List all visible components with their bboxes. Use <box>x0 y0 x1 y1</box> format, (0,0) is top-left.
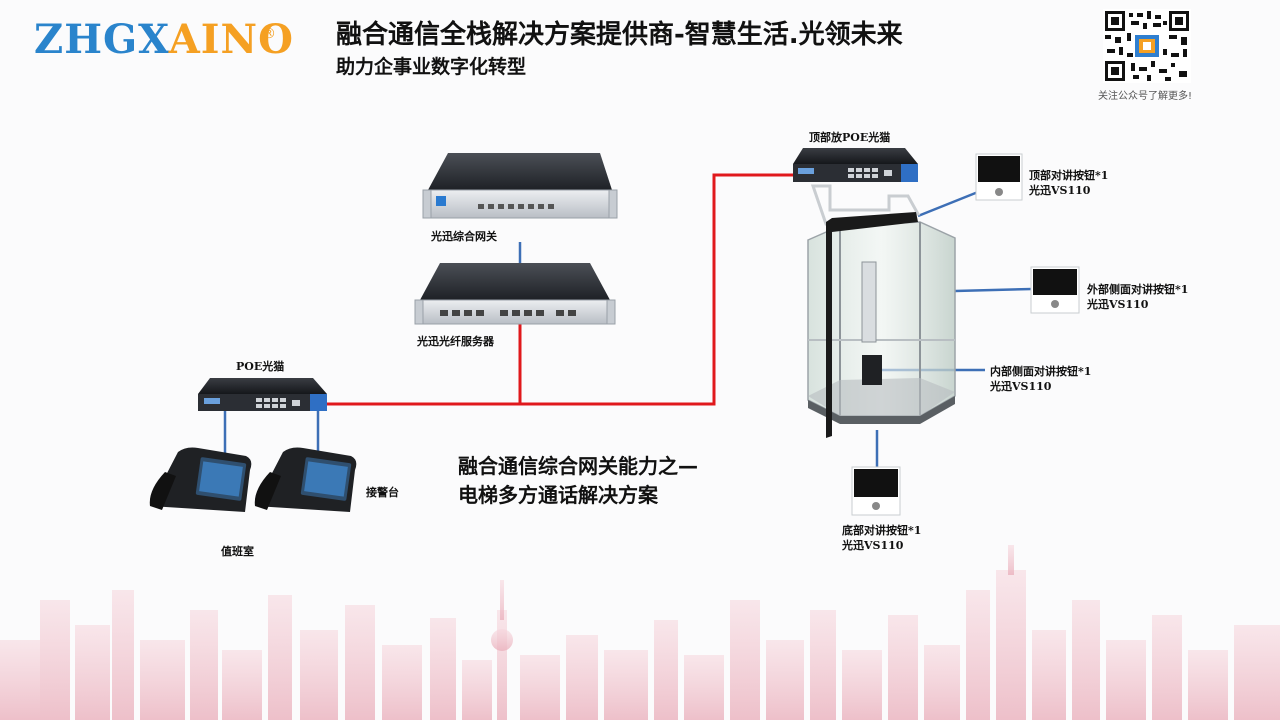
intercom-panel-top <box>975 153 1023 201</box>
intercom-panel-bottom <box>851 466 901 516</box>
duty-room-label: 值班室 <box>221 545 254 558</box>
fiber-line-poe-to-server <box>327 324 522 406</box>
intercom-inner-name: 内部侧面对讲按钮*1 <box>990 365 1092 378</box>
top-poe-modem-device <box>793 148 918 182</box>
gateway-label: 光迅综合网关 <box>431 230 497 243</box>
fiber-server-label: 光迅光纤服务器 <box>417 335 494 348</box>
poe-modem-label: POE光猫 <box>236 360 285 373</box>
intercom-top-name: 顶部对讲按钮*1 <box>1029 169 1109 182</box>
fiber-line-poe-to-top-modem <box>520 173 793 406</box>
intercom-inner-label: 内部侧面对讲按钮*1 光迅VS110 <box>990 364 1091 394</box>
page-title: 融合通信全栈解决方案提供商-智慧生活.光领未来 <box>336 20 903 50</box>
registered-mark: ® <box>262 26 277 42</box>
page-subtitle: 助力企事业数字化转型 <box>336 56 527 78</box>
poe-modem-device <box>198 378 327 411</box>
link-outer-intercom <box>954 287 1033 293</box>
intercom-panel-outer <box>1030 266 1080 314</box>
elevator-cab <box>807 184 956 438</box>
gateway-device <box>422 153 618 219</box>
desk-phone-1 <box>149 447 252 512</box>
intercom-inner-model: 光迅VS110 <box>990 380 1052 393</box>
solution-caption: 融合通信综合网关能力之— 电梯多方通话解决方案 <box>458 452 698 510</box>
intercom-top-label: 顶部对讲按钮*1 光迅VS110 <box>1029 168 1108 198</box>
intercom-outer-model: 光迅VS110 <box>1087 298 1149 311</box>
qr-code-icon <box>1103 9 1191 83</box>
link-top-intercom <box>917 190 979 218</box>
intercom-outer-label: 外部侧面对讲按钮*1 光迅VS110 <box>1087 282 1188 312</box>
intercom-bottom-name: 底部对讲按钮*1 <box>842 524 922 537</box>
network-lines <box>223 190 1033 468</box>
intercom-top-model: 光迅VS110 <box>1029 184 1091 197</box>
solution-caption-line2: 电梯多方通话解决方案 <box>458 483 658 507</box>
intercom-bottom-label: 底部对讲按钮*1 光迅VS110 <box>842 523 921 553</box>
fiber-lines <box>327 173 793 406</box>
intercom-bottom-model: 光迅VS110 <box>842 539 904 552</box>
fiber-server-device <box>414 263 616 325</box>
alarm-desk-label: 接警台 <box>366 486 399 499</box>
solution-caption-line1: 融合通信综合网关能力之— <box>458 454 698 478</box>
intercom-outer-name: 外部侧面对讲按钮*1 <box>1087 283 1189 296</box>
qr-caption: 关注公众号了解更多! <box>1098 91 1193 102</box>
company-logo: ZHGXAINO ® <box>34 16 294 64</box>
desk-phone-2 <box>254 447 357 512</box>
top-poe-modem-label: 顶部放POE光猫 <box>809 131 891 144</box>
